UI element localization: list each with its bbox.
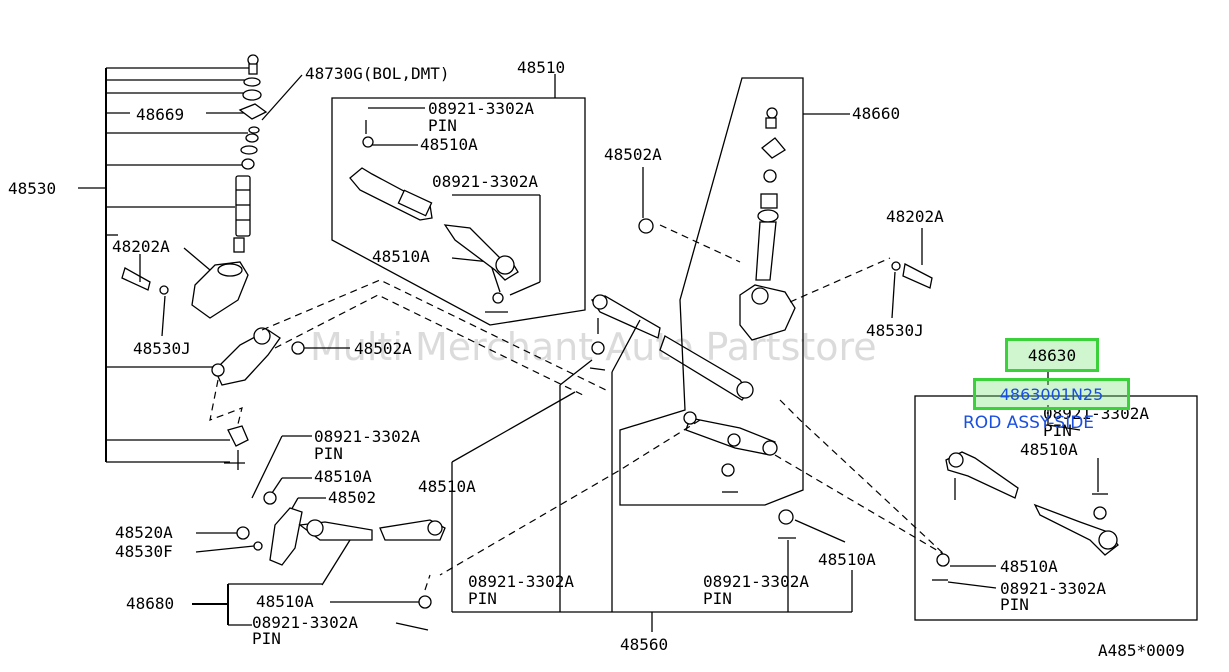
label-bottom-pin1-code: 08921-3302A bbox=[468, 572, 574, 591]
label-48530j-left: 48530J bbox=[133, 339, 191, 358]
label-box-pin1-word: PIN bbox=[428, 116, 457, 135]
highlight-part-label-text: 48630 bbox=[1027, 345, 1077, 365]
label-rbox-pin2-word: PIN bbox=[1000, 595, 1029, 614]
label-rbox-48510a-1: 48510A bbox=[1020, 440, 1078, 459]
label-48502a-mid: 48502A bbox=[354, 339, 412, 358]
figure-code: A485*0009 bbox=[1098, 641, 1185, 660]
label-48530: 48530 bbox=[8, 179, 56, 198]
label-48502a-top: 48502A bbox=[604, 145, 662, 164]
left-column-parts bbox=[121, 54, 305, 470]
label-box-48510a-2: 48510A bbox=[372, 247, 430, 266]
label-48510: 48510 bbox=[517, 58, 565, 77]
label-box-pin2-code: 08921-3302A bbox=[432, 172, 538, 191]
group-48510-box bbox=[331, 74, 586, 326]
bracket-48530 bbox=[78, 67, 250, 463]
label-48530j-right: 48530J bbox=[866, 321, 924, 340]
label-48680-48510a: 48510A bbox=[256, 592, 314, 611]
highlight-part-label-48630[interactable]: 48630 bbox=[1005, 338, 1099, 372]
label-48510a-right-center: 48510A bbox=[818, 550, 876, 569]
pitman-arm-parts bbox=[236, 491, 446, 566]
label-48520a: 48520A bbox=[115, 523, 173, 542]
highlight-part-number-text: 4863001N25 bbox=[999, 384, 1104, 404]
label-48730g: 48730G(BOL,DMT) bbox=[305, 64, 450, 83]
idler-arm-parts bbox=[683, 107, 796, 493]
box-48510-parts bbox=[349, 120, 519, 313]
label-left-pin-word: PIN bbox=[314, 444, 343, 463]
label-48510a-center: 48510A bbox=[418, 477, 476, 496]
label-48680-pin-word: PIN bbox=[252, 629, 281, 648]
highlight-part-number-link[interactable]: 4863001N25 bbox=[973, 378, 1130, 410]
label-box-pin1-code: 08921-3302A bbox=[428, 99, 534, 118]
label-48560: 48560 bbox=[620, 635, 668, 654]
label-bottom-pin1-word: PIN bbox=[468, 589, 497, 608]
highlight-part-description: ROD ASSY-SIDE bbox=[963, 413, 1095, 433]
label-48669: 48669 bbox=[136, 105, 184, 124]
label-48660: 48660 bbox=[852, 104, 900, 123]
label-left-48502: 48502 bbox=[328, 488, 376, 507]
label-48680-pin-code: 08921-3302A bbox=[252, 613, 358, 632]
label-rbox-pin1-word: PIN bbox=[1043, 421, 1072, 440]
label-bottom-pin2-word: PIN bbox=[703, 589, 732, 608]
label-48202a-left: 48202A bbox=[112, 237, 170, 256]
label-48530f: 48530F bbox=[115, 542, 173, 561]
rod-assy-side-parts bbox=[932, 451, 1119, 581]
label-rbox-pin2-code: 08921-3302A bbox=[1000, 579, 1106, 598]
label-box-48510a-1: 48510A bbox=[420, 135, 478, 154]
bracket-48560 bbox=[451, 319, 853, 632]
label-bottom-pin2-code: 08921-3302A bbox=[703, 572, 809, 591]
group-48660 bbox=[619, 77, 850, 506]
label-48680: 48680 bbox=[126, 594, 174, 613]
label-rbox-48510a-2: 48510A bbox=[1000, 557, 1058, 576]
label-left-48510a: 48510A bbox=[314, 467, 372, 486]
label-48202a-right: 48202A bbox=[886, 207, 944, 226]
label-left-pin-code: 08921-3302A bbox=[314, 427, 420, 446]
